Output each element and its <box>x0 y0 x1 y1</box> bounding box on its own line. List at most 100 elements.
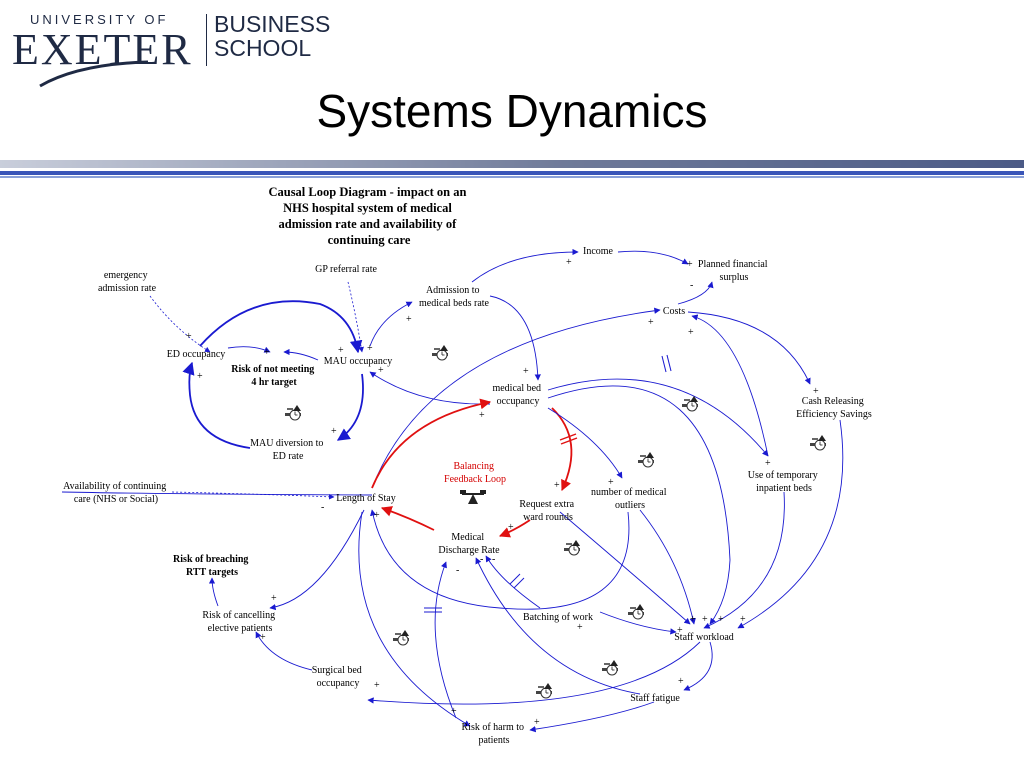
polarity-plus: + <box>406 314 412 325</box>
slide-title: Systems Dynamics <box>316 85 708 137</box>
diagram-title-line-4: continuing care <box>328 233 411 247</box>
node-costs: Costs <box>663 306 685 317</box>
node-planned-financial-surplus: Planned financial surplus <box>698 259 770 283</box>
polarity-plus: + <box>534 717 540 728</box>
polarity-plus: + <box>608 477 614 488</box>
polarity-plus: + <box>554 480 560 491</box>
node-length-of-stay: Length of Stay <box>336 493 395 504</box>
polarity-minus: - <box>321 502 324 513</box>
diagram-title-line-1: Causal Loop Diagram - impact on an <box>268 185 466 199</box>
node-temporary-beds: Use of temporary inpatient beds <box>748 470 820 494</box>
polarity-plus: + <box>197 371 203 382</box>
polarity-plus: + <box>260 632 266 643</box>
node-medical-outliers: number of medical outliers <box>591 487 669 511</box>
polarity-plus: + <box>367 343 373 354</box>
delay-mark <box>509 573 521 585</box>
delay-mark <box>560 437 578 445</box>
university-logo: UNIVERSITY OF EXETER BUSINESS SCHOOL <box>8 8 338 88</box>
diagram-title: Causal Loop Diagram - impact on an NHS h… <box>268 185 469 247</box>
link-diversion-ed <box>182 361 251 449</box>
polarity-plus: + <box>677 625 683 636</box>
polarity-plus: + <box>687 259 693 270</box>
delay-marks <box>424 354 672 613</box>
link-occupancy-mau <box>369 371 491 405</box>
link-cash-workload <box>737 419 844 629</box>
polarity-plus: + <box>378 365 384 376</box>
polarity-plus: + <box>264 347 270 358</box>
balance-scale-icon <box>460 490 486 504</box>
node-risk-harm: Risk of harm to patients <box>462 722 527 746</box>
polarity-plus: + <box>508 522 514 533</box>
header-rule-light <box>0 176 1024 178</box>
link-mau-diversion <box>336 373 364 441</box>
node-risk-cancelling: Risk of cancelling elective patients <box>202 610 277 634</box>
link-ed-risk4hr <box>227 346 271 353</box>
link-discharge-los <box>380 506 435 531</box>
link-mau-admission <box>369 301 413 347</box>
link-occupancy-workload <box>547 385 731 625</box>
node-risk-4hr-target: Risk of not meeting 4 hr target <box>231 364 317 388</box>
link-income-surplus <box>617 250 689 265</box>
link-fatigue-harm <box>529 701 655 733</box>
loop-icon <box>284 404 302 421</box>
node-gp-referral-rate: GP referral rate <box>315 264 377 275</box>
polarity-plus: + <box>702 614 708 625</box>
polarity-minus: - <box>492 554 495 565</box>
polarity-plus: + <box>523 366 529 377</box>
loop-icon <box>601 659 619 676</box>
link-occupancy-outliers <box>547 407 623 479</box>
polarity-signs: + + + + + + + + + + - + + + + + + + + + … <box>186 257 819 728</box>
node-cash-releasing: Cash Releasing Efficiency Savings <box>796 396 872 420</box>
link-outliers-los <box>370 509 630 610</box>
link-batching-discharge <box>485 555 541 609</box>
polarity-plus: + <box>331 426 337 437</box>
polarity-minus: - <box>690 280 693 291</box>
loop-icon <box>392 629 410 646</box>
logo-business-text: BUSINESS <box>214 11 331 37</box>
link-los-occupancy <box>371 398 492 489</box>
node-surgical-occupancy: Surgical bed occupancy <box>312 665 365 689</box>
polarity-plus: + <box>740 614 746 625</box>
balancing-loop-label: Balancing Feedback Loop <box>444 461 506 485</box>
node-ed-occupancy: ED occupancy <box>167 349 226 360</box>
node-mau-occupancy: MAU occupancy <box>324 356 393 367</box>
link-costs-surplus <box>677 281 714 305</box>
polarity-plus: + <box>678 676 684 687</box>
logo-swoosh-icon <box>39 60 149 88</box>
node-staff-fatigue: Staff fatigue <box>630 693 680 704</box>
node-staff-workload: Staff workload <box>674 632 734 643</box>
link-batching-workload <box>599 611 677 635</box>
loop-icon <box>809 434 827 451</box>
link-tempbeds-workload <box>703 491 785 629</box>
node-request-ward-rounds: Request extra ward rounds <box>519 499 576 523</box>
delay-marks-red <box>559 433 578 445</box>
link-emergency-ed <box>149 295 211 353</box>
loop-icon <box>563 539 581 556</box>
polarity-minus: - <box>480 554 483 565</box>
loop-icon <box>637 451 655 468</box>
polarity-plus: + <box>186 331 192 342</box>
polarity-plus: + <box>577 622 583 633</box>
polarity-plus: + <box>451 706 457 717</box>
polarity-plus: + <box>374 680 380 691</box>
link-los-harm <box>358 511 471 727</box>
link-workload-fatigue <box>683 641 713 691</box>
polarity-minus: - <box>456 565 459 576</box>
link-ed-mau <box>199 300 363 354</box>
delay-mark <box>513 577 525 589</box>
polarity-plus: + <box>566 257 572 268</box>
logo-divider <box>206 14 207 66</box>
link-mau-risk4hr <box>283 348 319 361</box>
link-admission-income <box>471 248 579 283</box>
loop-icon <box>627 603 645 620</box>
link-costs-cash <box>687 311 811 385</box>
polarity-plus: + <box>374 510 380 521</box>
node-mau-diversion: MAU diversion to ED rate <box>250 438 326 462</box>
delay-mark <box>661 355 667 373</box>
link-cancelling-rtt <box>208 577 219 607</box>
link-continuing-los <box>171 491 335 500</box>
delay-mark <box>559 433 577 441</box>
polarity-plus: + <box>690 614 696 625</box>
link-outliers-workload <box>639 509 696 625</box>
